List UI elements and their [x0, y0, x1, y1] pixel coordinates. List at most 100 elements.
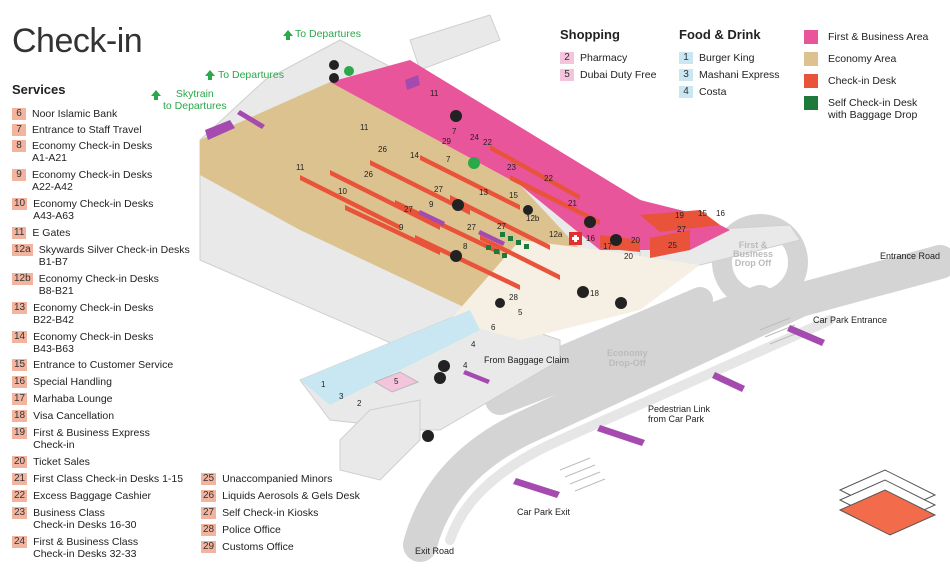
service-item-10: 10 Economy Check-in Desks A43-A63 — [12, 198, 153, 222]
service-item-28-number: 28 — [201, 524, 217, 536]
business-desks — [600, 210, 720, 258]
service-item-23-label: Business Class Check-in Desks 16-30 — [33, 507, 137, 531]
service-item-10-number: 10 — [12, 198, 28, 210]
svg-text:29: 29 — [442, 137, 451, 146]
service-item-18-number: 18 — [12, 410, 28, 422]
svg-text:26: 26 — [364, 170, 373, 179]
to-departures-label-1: To Departures — [295, 28, 361, 40]
svg-text:26: 26 — [378, 145, 387, 154]
service-item-27-label: Self Check-in Kiosks — [222, 507, 319, 519]
food-heading: Food & Drink — [679, 27, 761, 42]
service-item-7-number: 7 — [12, 124, 26, 136]
legend-label: First & Business Area — [828, 31, 929, 43]
entrance-road-label: Entrance Road — [880, 251, 941, 261]
svg-text:22: 22 — [544, 174, 553, 183]
to-departures-label-2: To Departures — [218, 69, 284, 81]
food-item-3-number: 3 — [679, 69, 693, 81]
service-icons — [329, 60, 627, 442]
svg-text:15: 15 — [509, 191, 518, 200]
legend-label: Self Check-in Desk with Baggage Drop — [828, 97, 918, 121]
service-item-6-number: 6 — [12, 108, 26, 120]
svg-text:20: 20 — [624, 252, 633, 261]
service-item-13-number: 13 — [12, 302, 28, 314]
svg-text:14: 14 — [410, 151, 419, 160]
svg-text:1: 1 — [321, 380, 326, 389]
business-dropoff-label: First & Business Drop Off — [733, 240, 774, 268]
legend-swatch — [804, 30, 818, 44]
svg-text:16: 16 — [716, 209, 725, 218]
shop-item-2-label: Pharmacy — [580, 52, 628, 64]
service-item-16-number: 16 — [12, 376, 28, 388]
first-aid-icon — [569, 232, 582, 245]
services-heading: Services — [12, 82, 66, 97]
service-item-26-label: Liquids Aerosols & Gels Desk — [222, 490, 360, 502]
service-item-17-label: Marhaba Lounge — [33, 393, 113, 405]
service-item-22-number: 22 — [12, 490, 28, 502]
service-item-11-number: 11 — [12, 227, 27, 239]
green-icons — [344, 66, 480, 169]
economy-area — [200, 82, 590, 310]
self-checkin-kiosks — [486, 232, 529, 258]
service-item-13-label: Economy Check-in Desks B22-B42 — [33, 302, 154, 326]
svg-text:12a: 12a — [549, 230, 563, 239]
baggage-claim-label: From Baggage Claim — [484, 355, 570, 365]
svg-text:27: 27 — [497, 222, 506, 231]
svg-text:11: 11 — [430, 89, 439, 98]
service-item-10-label: Economy Check-in Desks A43-A63 — [33, 198, 154, 222]
service-item-12a-label: Skywards Silver Check-in Desks B1-B7 — [38, 244, 190, 268]
service-item-27: 27 Self Check-in Kiosks — [201, 507, 318, 519]
svg-text:13: 13 — [479, 188, 488, 197]
service-item-26-number: 26 — [201, 490, 217, 502]
svg-text:8: 8 — [463, 242, 468, 251]
service-item-27-number: 27 — [201, 507, 217, 519]
svg-text:24: 24 — [470, 133, 479, 142]
svg-text:27: 27 — [467, 223, 476, 232]
food-item-3: 3 Mashani Express — [679, 69, 780, 81]
legend-swatch — [804, 96, 818, 110]
pedestrian-link-label: Pedestrian Link from Car Park — [648, 404, 711, 424]
service-item-14-label: Economy Check-in Desks B43-B63 — [33, 331, 154, 355]
service-item-12a-number: 12a — [12, 244, 33, 256]
legend-swatch — [804, 52, 818, 66]
service-item-6-label: Noor Islamic Bank — [32, 108, 118, 120]
floor-level-icon — [838, 469, 937, 536]
shop-item-2-number: 2 — [560, 52, 574, 64]
svg-text:11: 11 — [360, 123, 369, 132]
svg-text:21: 21 — [568, 199, 577, 208]
food-item-1-number: 1 — [679, 52, 693, 64]
svg-text:2: 2 — [357, 399, 362, 408]
svg-text:6: 6 — [491, 323, 496, 332]
service-item-6: 6 Noor Islamic Bank — [12, 108, 117, 120]
service-item-8-number: 8 — [12, 140, 26, 152]
legend-swatch — [804, 74, 818, 88]
svg-text:19: 19 — [675, 211, 684, 220]
roads — [403, 214, 950, 562]
shop-item-5-number: 5 — [560, 69, 574, 81]
service-item-26: 26 Liquids Aerosols & Gels Desk — [201, 490, 360, 502]
svg-text:27: 27 — [677, 225, 686, 234]
svg-text:4: 4 — [471, 340, 476, 349]
svg-text:27: 27 — [434, 185, 443, 194]
service-item-24-label: First & Business Class Check-in Desks 32… — [33, 536, 139, 560]
service-item-7-label: Entrance to Staff Travel — [32, 124, 142, 136]
service-item-12b-label: Economy Check-in Desks B8-B21 — [38, 273, 159, 297]
svg-text:12b: 12b — [526, 214, 540, 223]
service-item-20-label: Ticket Sales — [33, 456, 90, 468]
arrivals-strip — [300, 310, 480, 405]
service-item-19-number: 19 — [12, 427, 28, 439]
svg-text:27: 27 — [404, 205, 413, 214]
food-item-3-label: Mashani Express — [699, 69, 780, 81]
